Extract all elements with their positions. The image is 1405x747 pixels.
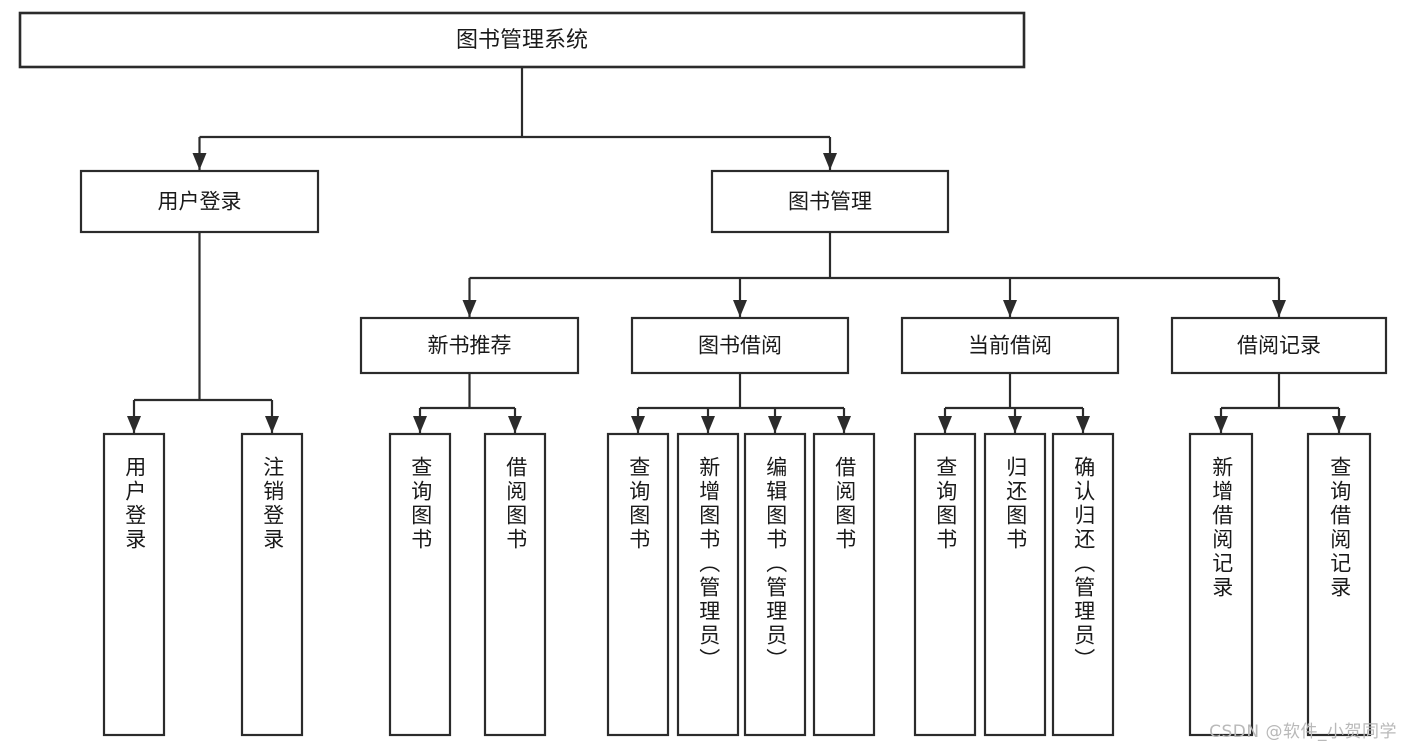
arrow-head-icon xyxy=(1008,416,1022,433)
arrow-head-icon xyxy=(1332,416,1346,433)
arrow-head-icon xyxy=(768,416,782,433)
leaf-node[interactable] xyxy=(1306,432,1372,737)
level3-node-label: 新书推荐 xyxy=(428,334,512,358)
level3-node[interactable]: 图书借阅 xyxy=(630,316,850,375)
level3-node-box[interactable] xyxy=(359,316,580,375)
csdn-watermark: CSDN @软件_小贺同学 xyxy=(1209,722,1397,742)
level2-node-label: 图书管理 xyxy=(788,190,872,214)
level2-node-box[interactable] xyxy=(79,169,320,234)
level3-node-label: 当前借阅 xyxy=(968,334,1052,358)
arrow-head-icon xyxy=(508,416,522,433)
arrow-head-icon xyxy=(837,416,851,433)
leaf-node-box[interactable] xyxy=(913,432,977,737)
root-node-label: 图书管理系统 xyxy=(456,28,588,53)
leaf-node[interactable] xyxy=(388,432,452,737)
arrow-head-icon xyxy=(413,416,427,433)
leaf-node-box[interactable] xyxy=(743,432,807,737)
leaf-node[interactable] xyxy=(1188,432,1254,737)
leaf-node-box[interactable] xyxy=(983,432,1047,737)
level3-node-box[interactable] xyxy=(1170,316,1388,375)
arrow-head-icon xyxy=(733,300,747,317)
level3-node-box[interactable] xyxy=(630,316,850,375)
arrow-head-icon xyxy=(265,416,279,433)
leaf-node[interactable] xyxy=(606,432,670,737)
arrow-head-icon xyxy=(631,416,645,433)
leaf-node[interactable] xyxy=(743,432,807,737)
root-node[interactable]: 图书管理系统 xyxy=(18,11,1026,69)
leaf-node[interactable] xyxy=(983,432,1047,737)
leaf-node[interactable] xyxy=(676,432,740,737)
leaf-node[interactable] xyxy=(240,432,304,737)
leaf-node-box[interactable] xyxy=(676,432,740,737)
leaf-node-box[interactable] xyxy=(1188,432,1254,737)
arrow-head-icon xyxy=(701,416,715,433)
level3-node-box[interactable] xyxy=(900,316,1120,375)
leaf-node-box[interactable] xyxy=(388,432,452,737)
leaf-node-box[interactable] xyxy=(812,432,876,737)
arrow-head-icon xyxy=(127,416,141,433)
leaf-node-box[interactable] xyxy=(102,432,166,737)
leaf-node-box[interactable] xyxy=(483,432,547,737)
level3-node[interactable]: 借阅记录 xyxy=(1170,316,1388,375)
arrow-head-icon xyxy=(462,300,477,317)
arrow-head-icon xyxy=(1003,300,1017,317)
arrow-head-icon xyxy=(1214,416,1228,433)
level3-node-label: 借阅记录 xyxy=(1237,334,1321,358)
leaf-node-box[interactable] xyxy=(1306,432,1372,737)
arrow-head-icon xyxy=(823,153,837,170)
level3-node-label: 图书借阅 xyxy=(698,334,782,358)
arrow-head-icon xyxy=(938,416,952,433)
arrow-head-icon xyxy=(1272,300,1286,317)
leaf-node-box[interactable] xyxy=(606,432,670,737)
level2-node-box[interactable] xyxy=(710,169,950,234)
leaf-node[interactable] xyxy=(1051,432,1115,737)
leaf-node[interactable] xyxy=(483,432,547,737)
connector-layer xyxy=(127,67,1346,433)
root-node-box[interactable] xyxy=(18,11,1026,69)
level3-node[interactable]: 新书推荐 xyxy=(359,316,580,375)
leaf-node-box[interactable] xyxy=(240,432,304,737)
leaf-node[interactable] xyxy=(102,432,166,737)
level2-node[interactable]: 图书管理 xyxy=(710,169,950,234)
level2-node[interactable]: 用户登录 xyxy=(79,169,320,234)
level3-node[interactable]: 当前借阅 xyxy=(900,316,1120,375)
leaf-node[interactable] xyxy=(913,432,977,737)
arrow-head-icon xyxy=(192,153,207,170)
level2-node-label: 用户登录 xyxy=(158,190,242,214)
arrow-head-icon xyxy=(1076,416,1090,433)
leaf-node[interactable] xyxy=(812,432,876,737)
leaf-node-box[interactable] xyxy=(1051,432,1115,737)
